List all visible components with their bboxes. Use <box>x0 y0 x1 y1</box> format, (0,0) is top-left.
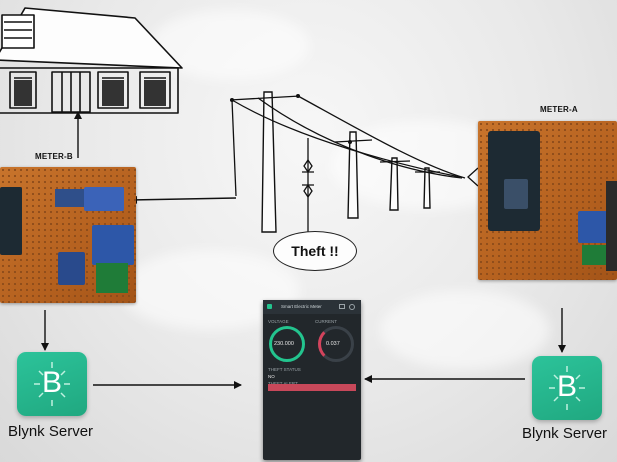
current-sensor <box>58 252 85 285</box>
relay-module <box>84 187 124 211</box>
status-label: THEFT STATUS <box>268 367 301 372</box>
arrow-to-meter-b <box>129 195 237 204</box>
wifi-chip <box>504 179 528 209</box>
transmission-poles <box>261 91 431 233</box>
terminal-block <box>582 245 608 265</box>
blynk-logo-letter: B <box>41 366 62 399</box>
blynk-server-left-caption: Blynk Server <box>8 423 94 440</box>
app-menu-icon[interactable] <box>267 304 272 309</box>
blynk-logo-letter: B <box>556 370 577 403</box>
current-gauge-fill <box>318 326 354 362</box>
gauge-left-value: 230.000 <box>274 341 294 347</box>
blynk-server-right-caption: Blynk Server <box>522 425 608 442</box>
app-title: Smart Electric Meter <box>281 304 322 309</box>
blynk-server-left-icon: B <box>17 352 87 416</box>
gauge-right-value: 0.037 <box>326 341 340 347</box>
meter-a-board <box>478 121 617 280</box>
house-sketch <box>0 7 183 114</box>
app-header: Smart Electric Meter <box>263 300 361 314</box>
meter-a-label: METER-A <box>540 105 578 114</box>
terminal-block <box>96 263 128 293</box>
app-play-icon[interactable] <box>349 304 355 310</box>
microcontroller-module <box>0 187 22 255</box>
cable-strip <box>606 181 617 271</box>
app-settings-icon[interactable] <box>339 304 345 309</box>
blynk-app-screen: Smart Electric Meter VOLTAGE 230.000 CUR… <box>263 300 361 460</box>
meter-b-board <box>0 167 136 303</box>
theft-callout: Theft !! <box>273 231 357 271</box>
status-value: NO <box>268 374 275 379</box>
voltage-gauge <box>269 326 305 362</box>
gauge-right-label: CURRENT <box>315 319 337 324</box>
blynk-server-right-icon: B <box>532 356 602 420</box>
background-cloud <box>380 290 550 370</box>
alert-bar-label: THEFT ALERT <box>268 381 298 386</box>
alert-bar[interactable] <box>268 384 356 391</box>
voltage-sensor <box>92 225 134 265</box>
gauge-left-label: VOLTAGE <box>268 319 289 324</box>
current-sensor <box>578 211 608 243</box>
relay-board <box>55 189 85 207</box>
meter-b-label: METER-B <box>35 152 73 161</box>
